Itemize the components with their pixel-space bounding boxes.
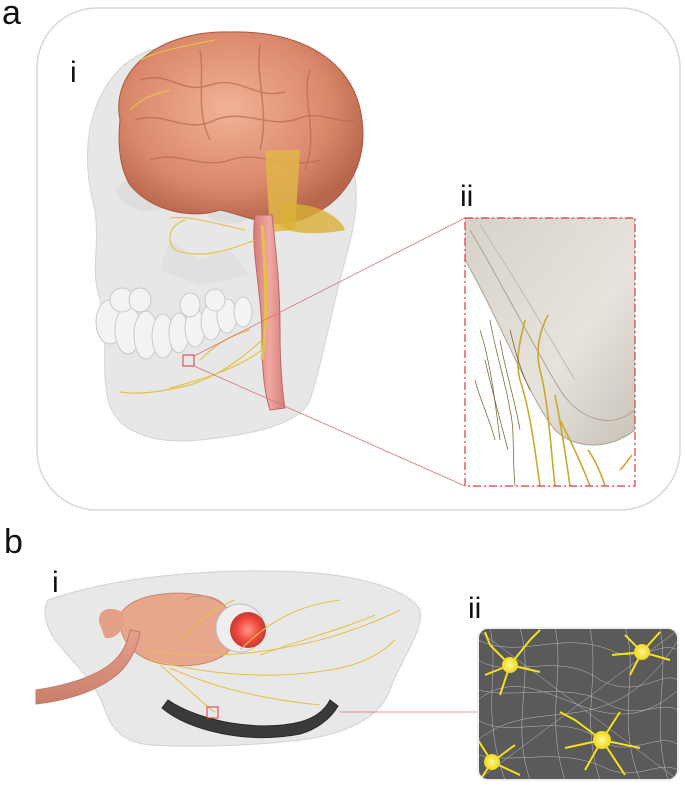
neuron-1 [484, 629, 541, 696]
cranial-nerves [119, 39, 263, 394]
brain [118, 31, 364, 234]
neuron-3 [559, 711, 641, 776]
fiber-mat-inset [478, 628, 678, 780]
neuron-2 [611, 631, 671, 676]
rat-brain [99, 592, 237, 667]
connector-bottom [193, 365, 466, 487]
nerve-trunk [260, 224, 268, 361]
zoom-marker-a [182, 354, 195, 367]
zoom-marker-b [206, 706, 219, 719]
panel-b-letter: b [4, 523, 23, 561]
rat-spinal-cord [35, 629, 141, 705]
rat-skull [44, 570, 422, 747]
fiber-mat-frame [477, 627, 679, 781]
panel-b-label-ii: ii [468, 592, 482, 625]
rat-mandible [161, 699, 339, 739]
rat-eye [215, 603, 266, 653]
panel-a-label-i: i [70, 56, 77, 89]
panel-a-letter: a [2, 0, 21, 32]
neuron-4 [478, 739, 521, 780]
inset-a-ii [465, 218, 635, 486]
panel-a-frame [36, 7, 681, 511]
connector-top [193, 217, 466, 357]
rat-nerves [144, 599, 401, 713]
panel-a-label-ii: ii [460, 180, 474, 213]
teeth [95, 287, 253, 360]
spinal-cord [253, 214, 286, 411]
panel-b-label-i: i [52, 566, 59, 599]
inset-a-ii-frame [464, 217, 636, 487]
